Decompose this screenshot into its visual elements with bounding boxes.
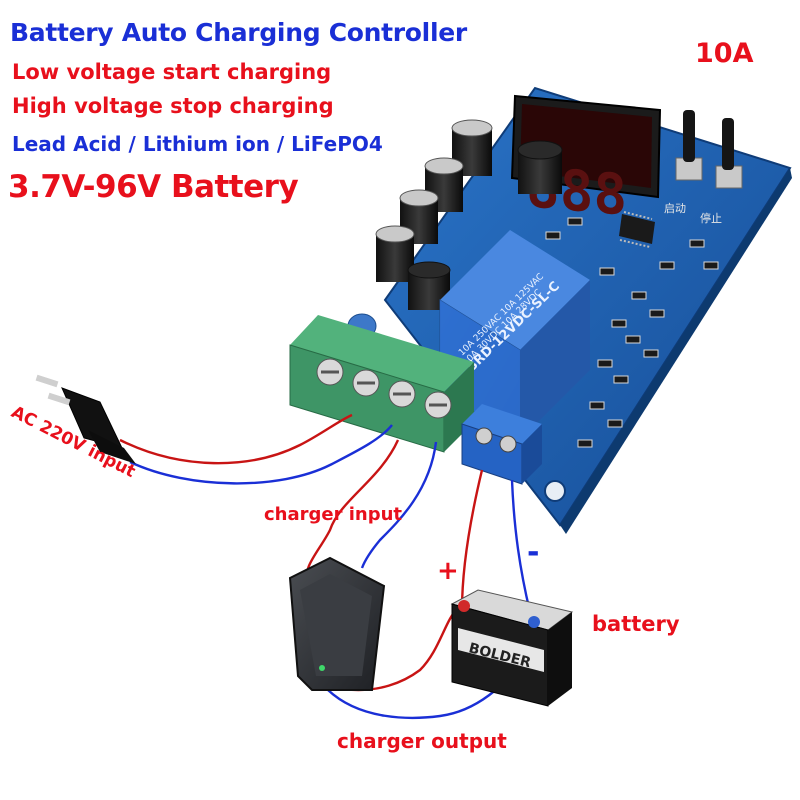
start-button[interactable] xyxy=(675,110,703,181)
green-terminal-block xyxy=(289,315,474,453)
minus-blue-wire xyxy=(510,479,532,613)
charger-blue-wire xyxy=(360,441,438,569)
battery-label: battery xyxy=(592,612,680,636)
ac-blue-wire xyxy=(129,424,393,485)
product-title: Battery Auto Charging Controller xyxy=(10,18,467,47)
capacitors xyxy=(375,119,563,310)
smd-components xyxy=(545,217,719,448)
stop-button[interactable] xyxy=(715,118,743,189)
low-voltage-feature: Low voltage start charging xyxy=(12,60,332,84)
charger-input-label: charger input xyxy=(264,504,403,525)
charger-output-label: charger output xyxy=(337,729,507,753)
current-rating: 10A xyxy=(695,38,754,69)
car-battery: BOLDER xyxy=(450,589,574,707)
ic-chip xyxy=(619,211,655,248)
negative-terminal-label: - xyxy=(527,535,540,570)
ac-red-wire xyxy=(119,413,353,465)
ac-plug xyxy=(35,374,136,464)
start-button-label: 启动 xyxy=(664,202,686,215)
control-board: 888 启动 停止 xyxy=(289,86,792,534)
relay: SRD-12VDC-SL-C 10A 250VAC 10A 125VAC 10A… xyxy=(439,230,590,441)
charger-red-wire xyxy=(306,439,400,581)
positive-terminal-label: + xyxy=(437,556,459,586)
voltage-range: 3.7V-96V Battery xyxy=(8,169,299,205)
plus-red-wire xyxy=(460,469,484,611)
stop-button-label: 停止 xyxy=(700,211,722,225)
charger-unit xyxy=(288,556,386,691)
battery-types: Lead Acid / Lithium ion / LiFePO4 xyxy=(12,132,383,156)
mounting-hole xyxy=(544,480,566,502)
high-voltage-feature: High voltage stop charging xyxy=(12,94,334,118)
pcb-edge xyxy=(560,168,792,534)
blue-terminal-block xyxy=(461,404,542,485)
